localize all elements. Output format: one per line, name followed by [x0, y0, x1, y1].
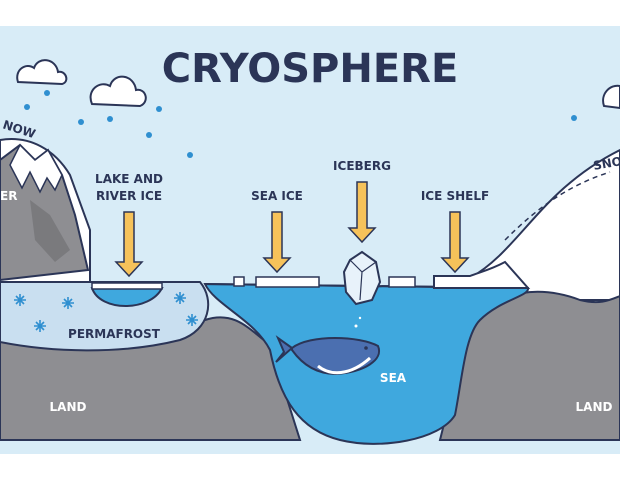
label-permafrost: PERMAFROST [68, 327, 161, 341]
mountain-shade [30, 200, 70, 262]
mountain-snowcap [9, 143, 63, 194]
page-title: CRYOSPHERE [162, 46, 459, 92]
arrow-iceberg [347, 181, 377, 244]
label-lake-river-ice-1: LAKE AND [95, 172, 163, 186]
snowflake-icon [78, 119, 84, 125]
arrow-ice-shelf [440, 211, 470, 274]
iceberg-facet [349, 259, 377, 301]
cloud-3 [602, 84, 620, 110]
sea-ice-floe [233, 276, 245, 287]
lake [90, 287, 164, 307]
whale [275, 316, 381, 376]
label-ice-shelf: ICE SHELF [421, 189, 489, 203]
label-sea-ice: SEA ICE [251, 189, 303, 203]
snowflake-icon [62, 297, 74, 309]
snowflake-icon [24, 104, 30, 110]
label-land-right: LAND [576, 400, 613, 414]
snowflake-icon [146, 132, 152, 138]
sea-ice-floe [255, 276, 320, 288]
label-lake-river-ice-2: RIVER ICE [96, 189, 162, 203]
snowflake-icon [107, 116, 113, 122]
ice-shelf [433, 260, 531, 289]
lake-ice [91, 282, 163, 290]
sea-ice-floe [388, 276, 416, 288]
snowflake-icon [571, 115, 577, 121]
snowflake-icon [174, 292, 186, 304]
snowflake-icon [156, 106, 162, 112]
label-sea: SEA [380, 371, 407, 385]
cloud-1 [16, 59, 68, 86]
snowflake-icon [44, 90, 50, 96]
label-snow-right: SNO [592, 154, 620, 173]
permafrost-snowflakes [14, 292, 198, 332]
label-iceberg: ICEBERG [333, 159, 391, 173]
label-land-left: LAND [50, 400, 87, 414]
snowflake-icon [14, 294, 26, 306]
cloud-2 [89, 75, 147, 108]
permafrost-layer [0, 281, 210, 352]
snow-hill-right-dash [504, 171, 611, 241]
snowflake-icon [34, 320, 46, 332]
snowflake-icon [187, 152, 193, 158]
arrow-sea-ice [262, 211, 292, 274]
sky-snowflakes [24, 90, 577, 158]
snowflake-icon [186, 314, 198, 326]
label-glacier-left: ER [0, 189, 17, 203]
arrow-lake-river-ice [114, 211, 144, 278]
